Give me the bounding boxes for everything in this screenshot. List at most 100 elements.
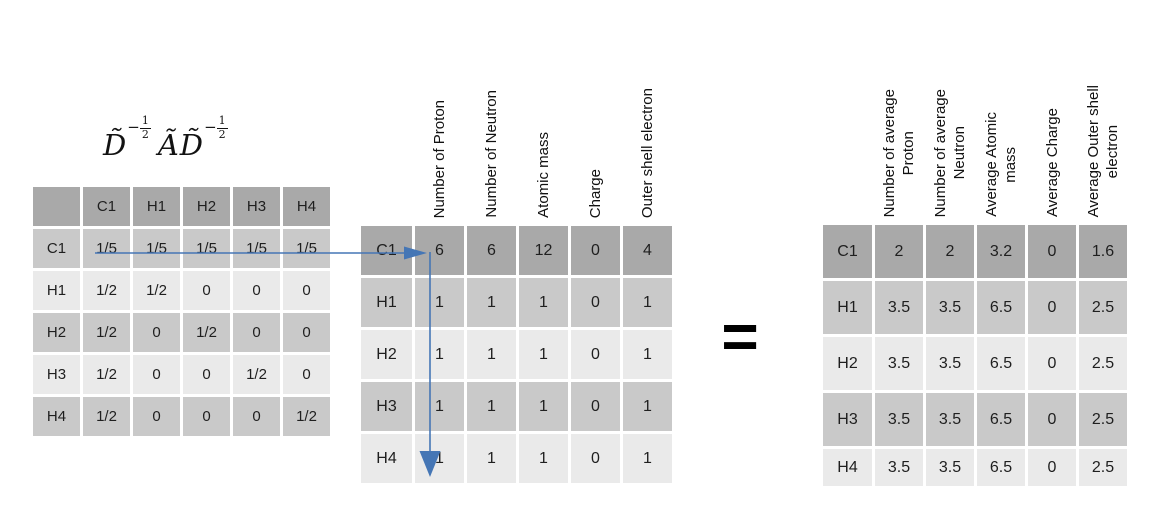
table-row: C1 2 2 3.2 0 1.6 — [823, 225, 1127, 278]
cell: 1 — [467, 278, 516, 327]
column-header-label: Number of Proton — [431, 99, 448, 218]
cell: 1 — [623, 330, 672, 379]
cell: 0 — [571, 382, 620, 431]
cell: 1 — [415, 330, 464, 379]
corner-cell — [33, 187, 80, 226]
cell: 2.5 — [1079, 393, 1127, 446]
row-label: H1 — [33, 271, 80, 310]
row-label: H3 — [33, 355, 80, 394]
cell: 0 — [183, 271, 230, 310]
table-row: H1 3.5 3.5 6.5 0 2.5 — [823, 281, 1127, 334]
column-header: Number of average Neutron — [926, 40, 974, 222]
column-header: Average Charge — [1028, 40, 1076, 222]
cell: 0 — [571, 434, 620, 483]
cell: 2.5 — [1079, 449, 1127, 486]
cell: 1/5 — [83, 229, 130, 268]
cell: 2 — [875, 225, 923, 278]
cell: 4 — [623, 226, 672, 275]
cell: 1/5 — [233, 229, 280, 268]
cell: 6.5 — [977, 337, 1025, 390]
cell: 0 — [1028, 337, 1076, 390]
cell: 0 — [283, 355, 330, 394]
formula-numerator-1: 1 — [139, 114, 151, 129]
cell: 1 — [415, 278, 464, 327]
cell: 1/2 — [83, 271, 130, 310]
cell: 6.5 — [977, 281, 1025, 334]
column-header-label: Average Charge — [1043, 108, 1061, 217]
cell: 6 — [467, 226, 516, 275]
formula-denominator-2: 2 — [218, 127, 226, 141]
cell: 0 — [1028, 393, 1076, 446]
cell: 0 — [571, 278, 620, 327]
row-label: H2 — [361, 330, 412, 379]
row-label: H1 — [823, 281, 872, 334]
cell: 0 — [133, 397, 180, 436]
column-header: Number of Proton — [415, 48, 464, 223]
cell: 3.5 — [926, 337, 974, 390]
cell: 2.5 — [1079, 337, 1127, 390]
formula-d-tilde-1: D̃ — [103, 127, 128, 162]
row-label: H1 — [361, 278, 412, 327]
column-header: H2 — [183, 187, 230, 226]
cell: 1/2 — [283, 397, 330, 436]
cell: 0 — [571, 330, 620, 379]
row-label: C1 — [823, 225, 872, 278]
cell: 0 — [233, 271, 280, 310]
column-header: Number of average Proton — [875, 40, 923, 222]
formula-minus-1: − — [127, 118, 140, 137]
cell: 1 — [519, 278, 568, 327]
cell: 6.5 — [977, 449, 1025, 486]
table-row: H1 1/2 1/2 0 0 0 — [33, 271, 330, 310]
cell: 3.2 — [977, 225, 1025, 278]
cell: 1 — [415, 434, 464, 483]
column-header: Outer shell electron — [623, 48, 672, 223]
cell: 0 — [133, 355, 180, 394]
cell: 0 — [283, 313, 330, 352]
table-row: H3 3.5 3.5 6.5 0 2.5 — [823, 393, 1127, 446]
cell: 3.5 — [875, 449, 923, 486]
table-header-row: C1 H1 H2 H3 H4 — [33, 187, 330, 226]
column-header-label: Average Outer shell electron — [1085, 84, 1121, 217]
row-label: H4 — [33, 397, 80, 436]
table-row: H2 1/2 0 1/2 0 0 — [33, 313, 330, 352]
cell: 3.5 — [875, 393, 923, 446]
column-header: Charge — [571, 48, 620, 223]
cell: 0 — [1028, 225, 1076, 278]
cell: 1/5 — [183, 229, 230, 268]
cell: 0 — [133, 313, 180, 352]
table-row: H4 1/2 0 0 0 1/2 — [33, 397, 330, 436]
cell: 1/2 — [233, 355, 280, 394]
average-result-table: Number of average Proton Number of avera… — [820, 37, 1130, 489]
column-header: H3 — [233, 187, 280, 226]
cell: 1/5 — [283, 229, 330, 268]
cell: 1.6 — [1079, 225, 1127, 278]
cell: 1/5 — [133, 229, 180, 268]
cell: 1 — [623, 278, 672, 327]
feature-matrix-table: Number of Proton Number of Neutron Atomi… — [358, 45, 675, 486]
cell: 0 — [283, 271, 330, 310]
row-label: H2 — [33, 313, 80, 352]
cell: 1/2 — [183, 313, 230, 352]
cell: 1 — [519, 330, 568, 379]
column-header-label: Average Atomic mass — [983, 112, 1019, 217]
rotated-header-row: Number of Proton Number of Neutron Atomi… — [361, 48, 672, 223]
table-row: H1 1 1 1 0 1 — [361, 278, 672, 327]
cell: 2 — [926, 225, 974, 278]
cell: 3.5 — [926, 449, 974, 486]
cell: 0 — [183, 355, 230, 394]
cell: 1 — [415, 382, 464, 431]
cell: 0 — [571, 226, 620, 275]
column-header-label: Outer shell electron — [639, 87, 656, 218]
cell: 3.5 — [926, 281, 974, 334]
cell: 1 — [519, 382, 568, 431]
cell: 1 — [623, 434, 672, 483]
normalized-adjacency-table: C1 H1 H2 H3 H4 C1 1/5 1/5 1/5 1/5 1/5 H1… — [30, 184, 333, 439]
cell: 1/2 — [83, 313, 130, 352]
row-label: H4 — [361, 434, 412, 483]
table-row: H2 1 1 1 0 1 — [361, 330, 672, 379]
formula-denominator-1: 2 — [141, 127, 149, 141]
corner-cell — [823, 40, 872, 222]
column-header: C1 — [83, 187, 130, 226]
